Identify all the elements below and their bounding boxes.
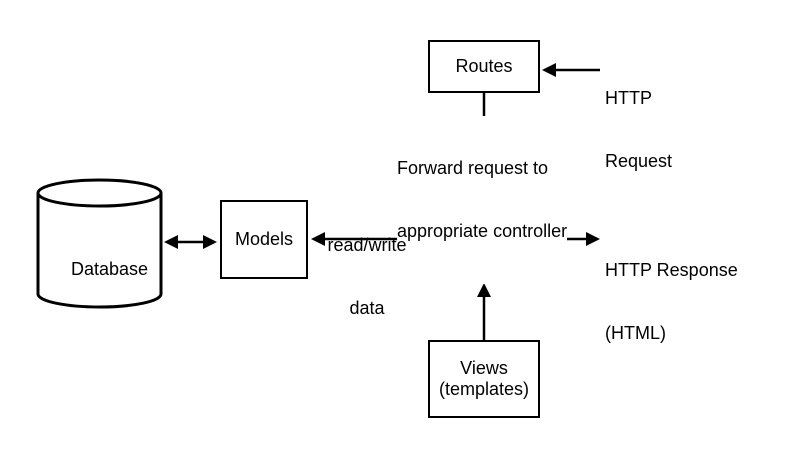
http-request-arrow [542,63,600,77]
views-to-controllers-arrow [477,283,491,340]
database-cylinder [36,178,163,309]
forward-request-label: Forward request to appropriate controlle… [397,116,568,284]
database-label: Database [70,259,149,279]
database-models-arrow [164,235,217,249]
models-label: Models [234,229,294,249]
routes-label: Routes [455,56,513,76]
views-node: Views (templates) [428,340,540,418]
read-write-label: read/write data [327,235,407,318]
views-label-line1: Views [460,358,508,378]
http-request-label: HTTP Request [605,88,673,171]
models-node: Models [220,200,308,279]
views-label-line2: (templates) [438,379,530,399]
http-response-label: HTTP Response (HTML) [605,260,738,343]
routes-node: Routes [428,40,540,93]
